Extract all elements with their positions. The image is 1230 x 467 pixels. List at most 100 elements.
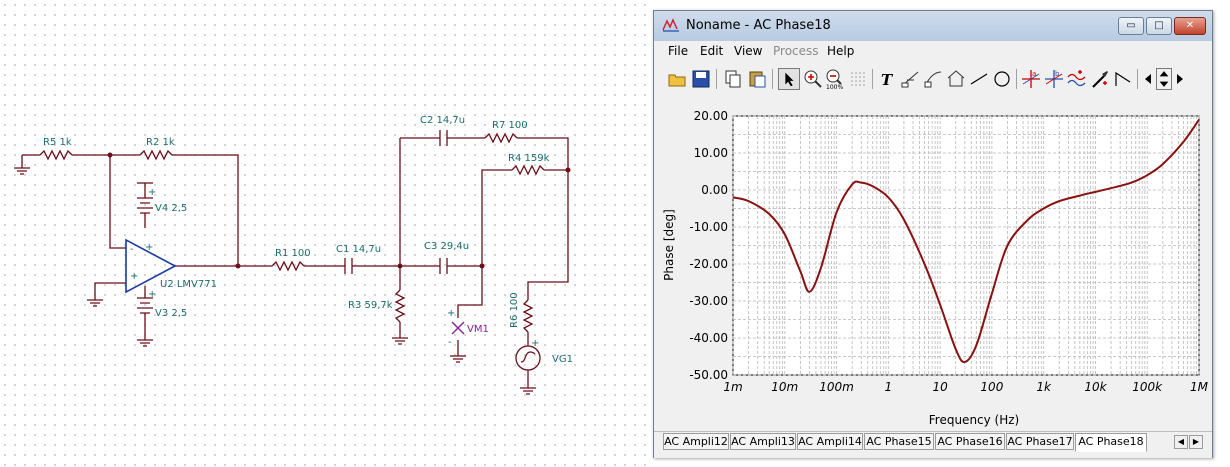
x-tick-label: 100m bbox=[819, 380, 854, 394]
save-icon[interactable] bbox=[690, 68, 712, 90]
line-icon[interactable] bbox=[968, 68, 990, 90]
minimize-button[interactable]: ▭ bbox=[1118, 17, 1144, 35]
label-c2: C2 14,7u bbox=[420, 115, 465, 126]
y-tick-label: -30.00 bbox=[689, 294, 728, 308]
y-tick-label: 10.00 bbox=[694, 146, 728, 160]
x-tick-label: 100k bbox=[1132, 380, 1163, 394]
pointer-icon[interactable] bbox=[778, 68, 800, 90]
menu-file[interactable]: File bbox=[668, 44, 689, 58]
x-tick-label: 1m bbox=[723, 380, 742, 394]
svg-text:100%: 100% bbox=[826, 84, 843, 90]
svg-text:b: b bbox=[1055, 70, 1060, 78]
svg-text:a: a bbox=[1032, 70, 1036, 78]
tab-ac-phase15[interactable]: AC Phase15 bbox=[864, 433, 934, 450]
paste-icon[interactable] bbox=[746, 68, 768, 90]
app-icon bbox=[662, 18, 679, 32]
y-tick-label: -40.00 bbox=[689, 331, 728, 345]
label-c3: C3 29,4u bbox=[424, 241, 469, 252]
ac-phase-window[interactable]: Noname - AC Phase18 ▭ □ ✕ File Edit View… bbox=[653, 10, 1213, 458]
cursor-b-icon[interactable]: b bbox=[1043, 68, 1065, 90]
scroll-right-icon[interactable] bbox=[1174, 68, 1186, 90]
probe-icon[interactable] bbox=[1089, 68, 1111, 90]
label-v3-plus: + bbox=[148, 289, 156, 300]
text-icon[interactable]: T bbox=[876, 68, 898, 90]
label-vm1: VM1 bbox=[467, 324, 489, 335]
x-tick-label: 10 bbox=[932, 380, 948, 394]
tab-ac-phase17[interactable]: AC Phase17 bbox=[1006, 433, 1074, 450]
menu-view[interactable]: View bbox=[734, 44, 763, 58]
menu-bar: File Edit View Process Help bbox=[654, 41, 1212, 61]
x-tick-label: 100 bbox=[980, 380, 1003, 394]
tab-ac-ampli14[interactable]: AC Ampli14 bbox=[797, 433, 863, 450]
tab-scroll-left-icon[interactable]: ◀ bbox=[1174, 435, 1188, 449]
scroll-up-down-icon[interactable] bbox=[1156, 68, 1172, 90]
toolbar: 100% T a b bbox=[654, 61, 1212, 99]
label-r5: R5 1k bbox=[43, 137, 72, 148]
circle-icon[interactable] bbox=[991, 68, 1013, 90]
cursor-a-icon[interactable]: a bbox=[1020, 68, 1042, 90]
tab-ac-phase18[interactable]: AC Phase18 bbox=[1075, 433, 1147, 452]
label-r4: R4 159k bbox=[508, 153, 550, 164]
window-titlebar[interactable]: Noname - AC Phase18 ▭ □ ✕ bbox=[654, 11, 1212, 41]
y-tick-label: 0.00 bbox=[701, 183, 728, 197]
menu-process: Process bbox=[773, 44, 819, 58]
label-r3: R3 59,7k bbox=[348, 300, 393, 311]
step-icon[interactable] bbox=[1112, 68, 1134, 90]
label-v3: V3 2,5 bbox=[155, 308, 187, 319]
schematic-canvas[interactable]: R5 1k R2 1k V4 2,5 V3 2,5 U2 LMV771 R1 1… bbox=[0, 0, 650, 467]
maximize-button[interactable]: □ bbox=[1146, 17, 1172, 35]
tabs-bar: AC Ampli12 AC Ampli13 AC Ampli14 AC Phas… bbox=[654, 431, 1212, 458]
phase-series-line bbox=[732, 119, 1200, 364]
line-label-icon[interactable] bbox=[899, 68, 921, 90]
label-vm1-minus: - bbox=[448, 337, 452, 348]
label-c1: C1 14,7u bbox=[336, 244, 381, 255]
scroll-left-icon[interactable] bbox=[1142, 68, 1154, 90]
house-label-icon[interactable] bbox=[945, 68, 967, 90]
label-opamp-minus: - bbox=[130, 244, 134, 255]
window-title: Noname - AC Phase18 bbox=[686, 18, 831, 33]
label-r2: R2 1k bbox=[146, 137, 175, 148]
x-tick-label: 10m bbox=[771, 380, 798, 394]
wave-icon[interactable] bbox=[1066, 68, 1088, 90]
label-v4: V4 2,5 bbox=[155, 203, 187, 214]
y-axis-label: Phase [deg] bbox=[662, 209, 676, 281]
y-axis-tick-labels: 20.00 10.00 0.00 -10.00 -20.00 -30.00 -40.00 -5… bbox=[689, 109, 728, 382]
open-icon[interactable] bbox=[666, 68, 688, 90]
zoom-in-icon[interactable] bbox=[802, 68, 824, 90]
circuit-diagram: R5 1k R2 1k V4 2,5 V3 2,5 U2 LMV771 R1 1… bbox=[14, 115, 573, 395]
y-tick-label: -50.00 bbox=[689, 368, 728, 382]
zoom-out-icon[interactable]: 100% bbox=[824, 68, 846, 90]
label-vg1: VG1 bbox=[552, 354, 573, 365]
label-vm1-plus: + bbox=[447, 308, 455, 319]
tab-scroll-right-icon[interactable]: ▶ bbox=[1189, 435, 1203, 449]
label-r6: R6 100 bbox=[509, 292, 520, 328]
menu-edit[interactable]: Edit bbox=[700, 44, 724, 58]
menu-help[interactable]: Help bbox=[827, 44, 855, 58]
label-opamp-plus: + bbox=[130, 271, 138, 282]
svg-text:T: T bbox=[881, 71, 894, 89]
y-tick-label: -20.00 bbox=[689, 257, 728, 271]
copy-icon[interactable] bbox=[722, 68, 744, 90]
phase-plot-area[interactable]: 20.00 10.00 0.00 -10.00 -20.00 -30.00 -40.00 -5… bbox=[654, 99, 1212, 431]
x-tick-label: 1k bbox=[1036, 380, 1052, 394]
curve-label-icon[interactable] bbox=[922, 68, 944, 90]
tab-ac-ampli12[interactable]: AC Ampli12 bbox=[663, 433, 729, 450]
x-tick-label: 10k bbox=[1084, 380, 1107, 394]
label-vg1-plus: + bbox=[531, 338, 539, 349]
tab-ac-ampli13[interactable]: AC Ampli13 bbox=[730, 433, 796, 450]
label-v4-plus: + bbox=[148, 187, 156, 198]
phase-chart[interactable]: 20.00 10.00 0.00 -10.00 -20.00 -30.00 -40.00 -5… bbox=[654, 99, 1212, 431]
label-r7: R7 100 bbox=[492, 120, 528, 131]
close-button[interactable]: ✕ bbox=[1174, 17, 1206, 35]
label-r1: R1 100 bbox=[275, 248, 311, 259]
x-tick-label: 1 bbox=[885, 380, 893, 394]
tab-ac-phase16[interactable]: AC Phase16 bbox=[935, 433, 1005, 450]
label-opamp-plus-rail: + bbox=[145, 242, 153, 253]
grid-icon[interactable] bbox=[847, 68, 869, 90]
label-u2: U2 LMV771 bbox=[160, 279, 217, 290]
y-tick-label: 20.00 bbox=[694, 109, 728, 123]
grid-lines bbox=[732, 115, 1200, 376]
x-axis-label: Frequency (Hz) bbox=[929, 413, 1020, 427]
y-tick-label: -10.00 bbox=[689, 220, 728, 234]
